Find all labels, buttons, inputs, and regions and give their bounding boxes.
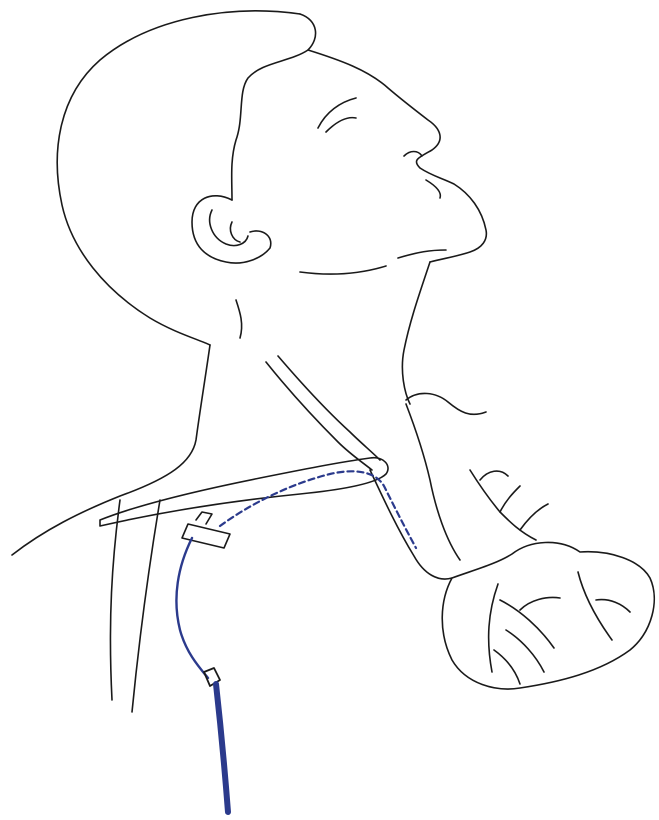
heart-coronary-1 [500,598,560,649]
face-profile [308,50,486,262]
jaw-line [300,250,446,274]
catheter-external-line [176,538,208,678]
ear-lobe-fold [230,222,240,242]
vena-cava-right-wall [406,404,460,560]
catheter-internal-path [220,471,416,548]
aortic-arch [470,470,536,540]
mouth [426,180,440,198]
shoulder-outer [110,500,120,700]
vessel-branch [406,393,486,414]
sternocleidomastoid-inner [278,356,380,460]
sternocleidomastoid [266,362,372,470]
head-back-outline [57,11,300,345]
vena-cava-left-wall [370,470,452,579]
nostril [404,152,422,157]
aortic-vessels [500,486,548,530]
ear-inner [210,210,248,246]
clavicle [100,458,388,526]
heart-outline [442,542,654,689]
heart-coronary-2 [578,572,630,640]
extension-tubing [216,684,228,812]
eye-lower [326,118,356,132]
catheter-hub-wing [196,512,212,524]
neck-front [402,262,430,404]
ear-neck-line [236,300,242,338]
hairline [232,14,316,200]
heart-coronary-3 [494,630,544,684]
ear [192,196,271,263]
shoulder-inner [132,500,160,712]
heart-left-ventricle [489,584,498,672]
